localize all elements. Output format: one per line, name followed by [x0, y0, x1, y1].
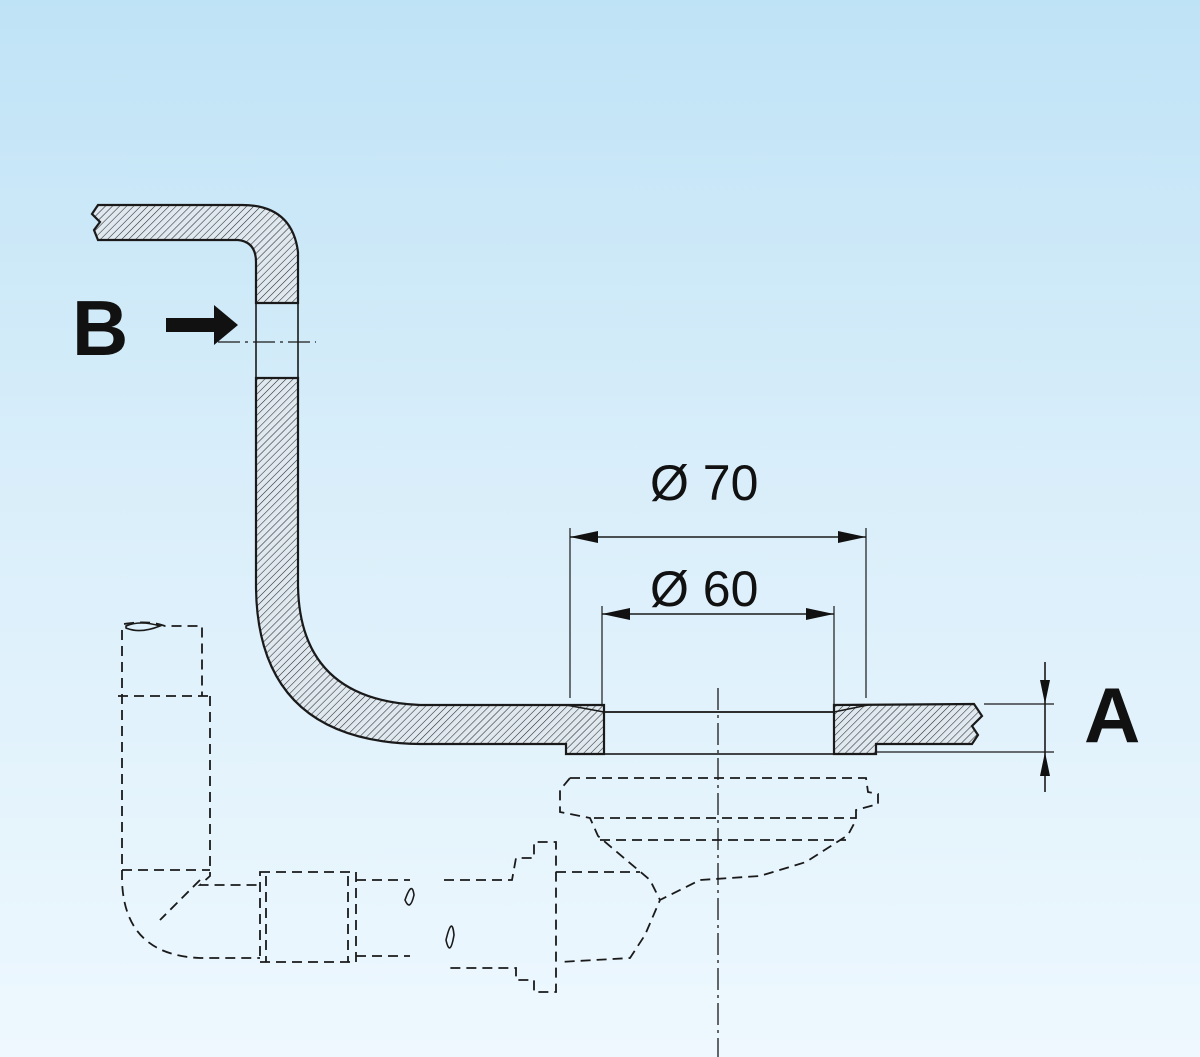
overflow-pipe-upper [90, 203, 300, 305]
pipe-straight-hidden [259, 871, 357, 963]
pipe-top-hidden [123, 621, 203, 696]
label-dia-inner: Ø 60 [650, 561, 758, 617]
label-a: A [1084, 671, 1140, 759]
section-b-window [255, 302, 299, 379]
pipe-break-left-icon [125, 622, 163, 632]
pipe-elbow-hidden [121, 630, 260, 959]
outlet-hidden [444, 841, 557, 993]
pipe-elbow-diag-hidden [159, 879, 201, 921]
label-b: B [72, 284, 128, 372]
strainer-flange [565, 704, 869, 713]
dim-arrow-inner-right [806, 608, 834, 620]
arrow-b-icon [166, 305, 238, 345]
dim-arrow-inner-left [602, 608, 630, 620]
pipe-break-middle-icon [404, 887, 415, 906]
pipe-elbow-hidden-inner [197, 696, 260, 886]
dim-arrow-a-top [1040, 680, 1050, 704]
dim-arrow-a-bottom [1040, 752, 1050, 776]
pipe-break-middle2-icon [445, 925, 455, 949]
drain-body-hidden [559, 777, 879, 963]
label-dia-outer: Ø 70 [650, 455, 758, 511]
pipe-sleeve-hidden [356, 879, 410, 957]
sink-bottom-right [832, 702, 984, 756]
drain-body-hidden-left [559, 777, 661, 901]
dim-arrow-outer-left [570, 531, 598, 543]
drain-opening [603, 711, 835, 755]
dim-arrow-outer-right [838, 531, 866, 543]
overflow-pipe-lower [254, 376, 606, 756]
